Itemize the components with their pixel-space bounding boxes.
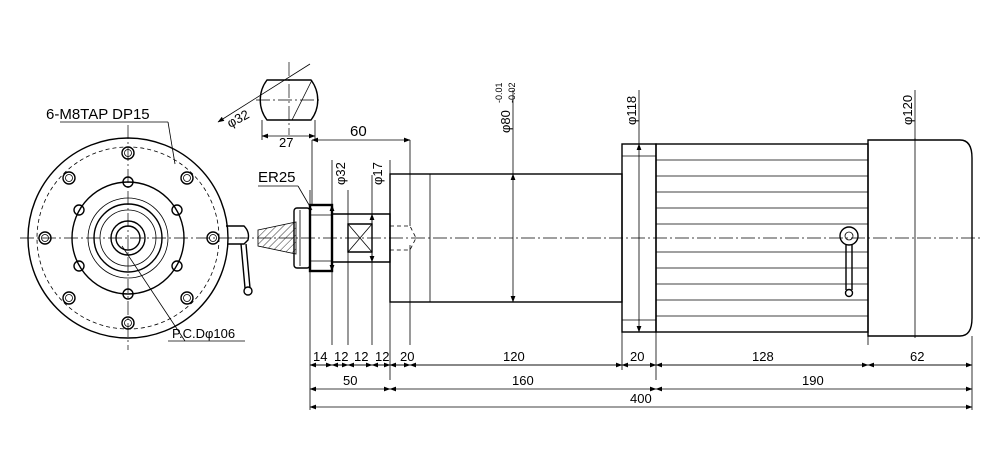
dim-50: 50 — [343, 373, 357, 388]
dim-160: 160 — [512, 373, 534, 388]
dim-14: 14 — [313, 349, 327, 364]
dim-120: 120 — [503, 349, 525, 364]
tapped-holes — [73, 176, 183, 300]
dia-80-tol-lower: -0.02 — [507, 82, 517, 103]
flat-dia-label: φ32 — [224, 107, 251, 131]
side-view: 60 φ32 φ17 φ80 -0.01 -0.02 φ118 φ120 ER2… — [235, 82, 980, 410]
dia-17-label: φ17 — [370, 162, 385, 185]
dim-400: 400 — [630, 391, 652, 406]
dim-12a: 12 — [334, 349, 348, 364]
flat-shaft-section — [259, 79, 319, 121]
bolt-holes-outer — [38, 146, 220, 330]
rear-cap — [867, 139, 973, 337]
len-60-label: 60 — [350, 123, 367, 140]
dia-118-label: φ118 — [624, 96, 639, 125]
dim-190: 190 — [802, 373, 824, 388]
dim-128: 128 — [752, 349, 774, 364]
pcd-label: P.C.Dφ106 — [172, 326, 235, 341]
front-view: 6-M8TAP DP15 P.C.Dφ106 — [20, 106, 253, 350]
dim-20a: 20 — [400, 349, 414, 364]
shaft-end-detail: φ32 27 — [217, 62, 322, 150]
dim-12c: 12 — [375, 349, 389, 364]
flange-outer — [27, 137, 229, 339]
flat-width-label: 27 — [279, 135, 293, 150]
tap-label: 6-M8TAP DP15 — [46, 106, 150, 123]
pcd-circle — [71, 181, 185, 295]
dia-32-label: φ32 — [333, 162, 348, 185]
dia-80-tol-upper: -0.01 — [494, 82, 504, 103]
collet-label: ER25 — [258, 169, 296, 186]
dia-80-label: φ80 — [498, 110, 513, 133]
dia-120-label: φ120 — [900, 95, 915, 125]
dim-62: 62 — [910, 349, 924, 364]
dim-12b: 12 — [354, 349, 368, 364]
dim-20b: 20 — [630, 349, 644, 364]
